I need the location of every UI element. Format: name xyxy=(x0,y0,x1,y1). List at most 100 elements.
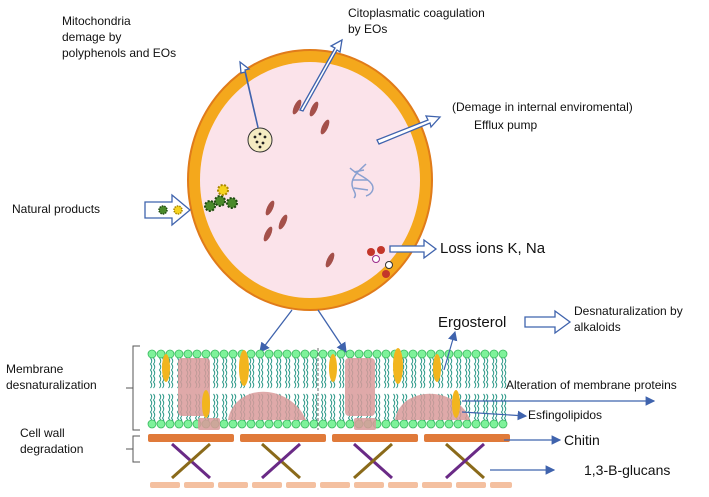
organelle xyxy=(265,200,275,216)
lipid-head xyxy=(183,349,193,359)
ergosterol-protein xyxy=(393,348,403,384)
lipid-tail xyxy=(500,357,504,389)
lipid-tail xyxy=(476,393,480,425)
lipid-head xyxy=(147,349,157,359)
lipid-tail xyxy=(491,393,495,425)
lipid-tail xyxy=(314,393,318,425)
lipid-tail xyxy=(464,357,468,389)
lipid-head xyxy=(426,419,436,429)
lipid-head xyxy=(327,419,337,429)
lipid-tail xyxy=(419,357,423,389)
ergosterol-label: Ergosterol xyxy=(438,314,507,331)
organelle xyxy=(263,226,273,242)
lipid-head xyxy=(201,349,211,359)
membrane-protein xyxy=(354,418,376,430)
lipid-head xyxy=(345,349,355,359)
ergosterol-protein xyxy=(239,350,249,386)
lipid-head xyxy=(228,419,238,429)
organelle xyxy=(309,101,319,117)
lipid-head xyxy=(282,349,292,359)
lipid-head xyxy=(336,419,346,429)
lipid-tail xyxy=(485,357,489,389)
lipid-tail xyxy=(410,357,414,389)
lipid-head xyxy=(498,419,508,429)
lipid-head xyxy=(345,419,355,429)
lipid-tail xyxy=(224,357,228,389)
ergosterol-protein xyxy=(452,390,460,418)
membrane-protein xyxy=(395,393,470,420)
lipid-head xyxy=(408,349,418,359)
lipid-head xyxy=(255,419,265,429)
lipid-tail xyxy=(230,357,234,389)
lipid-head xyxy=(156,349,166,359)
lipid-tail xyxy=(383,357,387,389)
lipid-tail xyxy=(491,357,495,389)
coagulation-label-1: Citoplasmatic coagulation xyxy=(348,6,485,20)
lipid-tail xyxy=(404,357,408,389)
lipid-tail xyxy=(320,357,324,389)
lipid-tail xyxy=(302,357,306,389)
lipid-head xyxy=(174,349,184,359)
lipid-tail xyxy=(215,357,219,389)
lipid-tail xyxy=(440,357,444,389)
mitochondria-label-3: polyphenols and EOs xyxy=(62,46,177,60)
loss-ions-arrow xyxy=(389,238,438,260)
lipid-head xyxy=(309,419,319,429)
mitochondria-arrow xyxy=(239,60,259,129)
lipid-tail xyxy=(476,357,480,389)
lipid-tail xyxy=(284,357,288,389)
lipid-tail xyxy=(251,357,255,389)
lipid-head xyxy=(147,419,157,429)
ergosterol-protein xyxy=(433,354,441,382)
label-pointers xyxy=(443,330,656,475)
glucan-crosses xyxy=(170,442,486,480)
membrane-protein xyxy=(198,418,220,430)
loss-ions-label: Loss ions K, Na xyxy=(440,240,546,257)
lipid-tail xyxy=(500,393,504,425)
lipid-tail xyxy=(305,393,309,425)
lipid-tail xyxy=(275,357,279,389)
chitin-label: Chitin xyxy=(564,432,600,448)
lipid-head xyxy=(228,349,238,359)
lipid-head xyxy=(282,419,292,429)
lipid-tail xyxy=(482,393,486,425)
lipid-tail xyxy=(269,357,273,389)
lipid-head xyxy=(417,349,427,359)
cell-to-membrane-arrow xyxy=(317,309,347,354)
lipid-head xyxy=(444,419,454,429)
lipid-head xyxy=(264,349,274,359)
membrane-protein xyxy=(178,358,210,416)
lipid-tail xyxy=(170,393,174,425)
lipid-tail xyxy=(467,357,471,389)
lipid-tail xyxy=(374,393,378,425)
lipid-head xyxy=(219,349,229,359)
lipid-tail xyxy=(233,357,237,389)
cellwall-label-1: Cell wall xyxy=(20,426,65,440)
alkaloids-label-2: alkaloids xyxy=(574,320,621,334)
ion-cluster-icon xyxy=(367,246,393,278)
membrane xyxy=(147,348,508,430)
organelles xyxy=(263,99,335,268)
lipid-tail xyxy=(152,393,156,425)
esfingolipidos-label: Esfingolipidos xyxy=(528,408,603,422)
lipid-tail xyxy=(323,393,327,425)
efflux-label-1: (Demage in internal enviromental) xyxy=(452,100,633,114)
lipid-head xyxy=(174,419,184,429)
mitochondria-label-1: Mitochondria xyxy=(62,14,131,28)
lipid-tail xyxy=(293,357,297,389)
ergosterol-protein xyxy=(329,354,337,382)
lipid-head xyxy=(462,419,472,429)
lipid-tail xyxy=(278,357,282,389)
lipid-tail xyxy=(311,393,315,425)
lipid-head xyxy=(435,419,445,429)
lipid-tail xyxy=(473,393,477,425)
lipid-tail xyxy=(377,393,381,425)
lipid-tail xyxy=(392,393,396,425)
lipid-tail xyxy=(383,393,387,425)
ergosterol-pointer xyxy=(443,330,458,371)
efflux-arrow xyxy=(376,115,442,145)
lipid-head xyxy=(480,419,490,429)
coagulation-arrow xyxy=(299,38,343,112)
lipid-head xyxy=(300,349,310,359)
lipid-tail xyxy=(428,357,432,389)
